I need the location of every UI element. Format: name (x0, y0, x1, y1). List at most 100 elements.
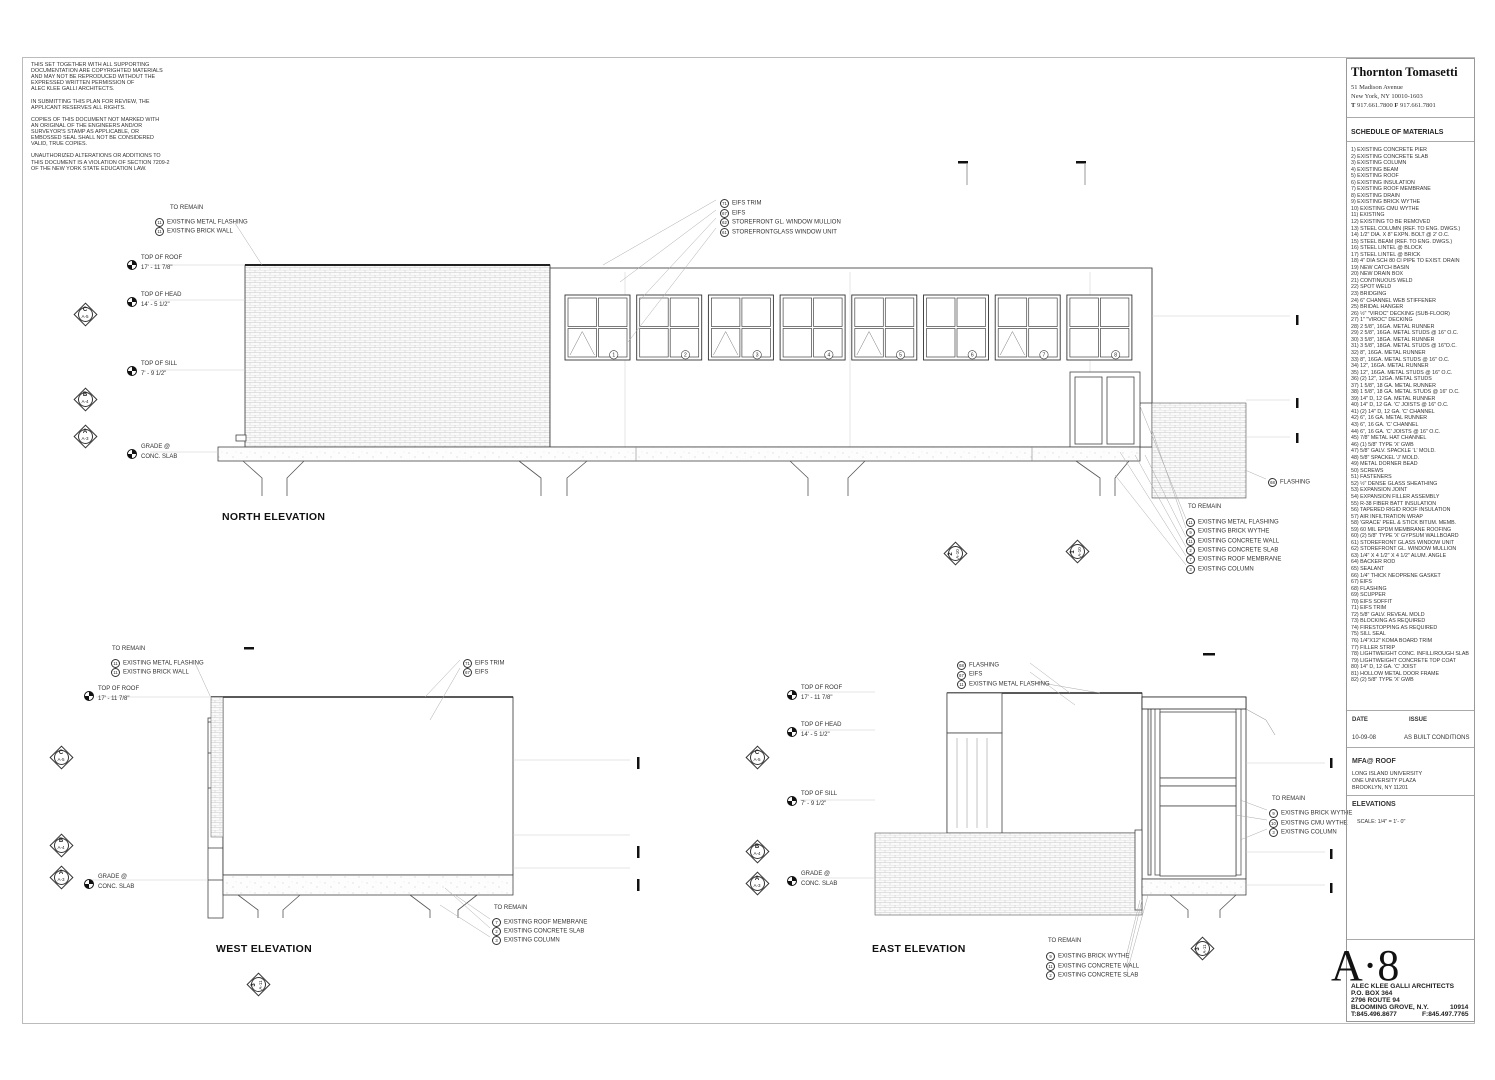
window-frame (564, 294, 631, 361)
copyright-line: VALID, TRUE COPIES. (31, 141, 88, 148)
section-letter: C (82, 307, 88, 313)
detail-number: 2 (948, 552, 954, 556)
level-value: 17' - 11 7/8" (141, 265, 173, 271)
note-number-circle: 67 (463, 667, 472, 677)
material-item: 76) 1/4"X12" KOMA BOARD TRIM (1351, 638, 1433, 645)
north-window-unit: 3 (707, 294, 774, 361)
material-item: 1) EXISTING CONCRETE PIER (1351, 147, 1427, 153)
west-elevation-title: WEST ELEVATION (216, 943, 312, 955)
window-number-circle (824, 350, 834, 360)
note-text: STOREFRONTGLASS WINDOW UNIT (732, 228, 837, 235)
material-item: 80) 14" D, 12 GA. 'C' JOIST (1351, 664, 1417, 671)
north-window-unit: 5 (851, 294, 918, 361)
window-frame (1066, 294, 1133, 361)
window-frame (994, 294, 1061, 361)
material-item: 55) R-38 FIBER BATT INSULATION (1351, 500, 1437, 507)
west-bottom-note-title: TO REMAIN (494, 905, 528, 911)
material-item: 77) FILLER STRIP (1351, 644, 1396, 651)
material-item: 25) BRIDAL HANGER (1351, 304, 1404, 311)
copyright-line: THIS SET TOGETHER WITH ALL SUPPORTING (31, 62, 150, 68)
material-item: 53) EXPANSION JOINT (1351, 487, 1408, 494)
north-elevation-title: NORTH ELEVATION (222, 511, 326, 523)
firm-address-2: New York, NY 10010-1603 (1351, 93, 1423, 100)
material-item: 54) EXPANSION FILLER ASSEMBLY (1351, 493, 1440, 500)
window-number: 1 (612, 353, 615, 359)
copyright-line: SURVEYOR'S STAMP AS APPLICABLE, OR (31, 129, 139, 136)
section-sheet: A-5 (81, 314, 89, 319)
level-name: TOP OF SILL (801, 791, 838, 797)
window-number: 6 (971, 353, 974, 359)
section-sheet: A-3 (753, 883, 761, 888)
material-item: 29) 2 5/8", 16GA. METAL STUDS @ 16" O.C. (1351, 330, 1459, 337)
material-item: 35) 12", 16GA. METAL STUDS @ 16" O.C. (1351, 369, 1453, 376)
section-letter: B (754, 844, 760, 850)
note-text: EXISTING METAL FLASHING (123, 660, 204, 667)
material-item: 9) EXISTING BRICK WYTHE (1351, 199, 1421, 206)
north-window-unit: 4 (779, 294, 846, 361)
level-value: CONC. SLAB (98, 884, 135, 890)
date-value: 10-09-08 (1352, 735, 1377, 741)
east-elevation-title: EAST ELEVATION (872, 943, 966, 955)
note-text: FLASHING (1280, 479, 1311, 486)
window-pane (997, 297, 1028, 327)
note-number-circle: 11 (155, 218, 164, 228)
note-number-circle: 11 (957, 679, 966, 689)
north-window-unit: 8 (1066, 294, 1133, 361)
note-number-circle: 11 (1186, 518, 1195, 528)
note-number-circle: 2 (1186, 546, 1195, 556)
window-pane (567, 328, 597, 358)
operable-sash-icon (713, 330, 739, 356)
architect-zip: 10914 (1450, 1004, 1469, 1011)
section-letter: B (58, 838, 64, 844)
window-number-circle (1111, 350, 1121, 360)
window-pane (997, 328, 1028, 358)
section-sheet: A-4 (81, 399, 89, 404)
section-letter: A (754, 876, 760, 882)
note-number-circle: 11 (155, 227, 164, 237)
window-pane (782, 297, 812, 327)
window-pane (711, 328, 741, 358)
note-text: EIFS TRIM (475, 660, 505, 667)
material-item: 63) 1/4" X 4 1/2" X 4 1/2" ALUM. ANGLE (1351, 552, 1447, 559)
note-text: EXISTING BRICK WYTHE (1281, 810, 1353, 817)
window-number-circle (896, 350, 906, 360)
west-elevation-drawing (207, 696, 514, 919)
material-item: 78) LIGHTWEIGHT CONC. INFILL/ROUGH SLAB (1351, 651, 1469, 658)
material-item: 46) (1) 5/8" TYPE 'X' GWB (1351, 441, 1414, 448)
window-number-circle (609, 350, 619, 360)
material-item: 20) NEW DRAIN BOX (1351, 271, 1404, 278)
material-item: 67) EIFS (1351, 579, 1372, 586)
window-number: 2 (684, 353, 687, 359)
note-text: EXISTING ROOF MEMBRANE (1198, 556, 1282, 563)
window-number-circle (1039, 350, 1049, 360)
note-number-circle: 11 (1046, 961, 1055, 971)
material-item: 74) FIRESTOPPING AS REQUIRED (1351, 624, 1438, 631)
east-slab (1141, 878, 1247, 896)
material-item: 45) 7/8" METAL HAT CHANNEL (1351, 435, 1427, 442)
note-number-circle: 10 (1269, 818, 1278, 828)
copyright-line: APPLICANT RESERVES ALL RIGHTS. (31, 104, 126, 111)
detail-number: 3 (1195, 947, 1201, 951)
project-line-3: BROOKLYN, NY 11201 (1352, 785, 1409, 791)
material-item: 15) STEEL BEAM (REF. TO ENG. DWGS.) (1351, 238, 1453, 245)
section-letter: C (58, 750, 64, 756)
material-item: 14) 1/2" DIA. X 8" EXPN. BOLT @ 2' O.C. (1351, 232, 1450, 239)
window-frame (923, 294, 989, 361)
detail-number: 1 (1070, 550, 1076, 554)
operable-sash-icon (856, 330, 882, 356)
section-circle-icon (54, 870, 69, 885)
note-text: EXISTING CONCRETE WALL (1058, 962, 1140, 969)
west-top-left-note-title: TO REMAIN (112, 646, 146, 652)
east-bottom-note-title: TO REMAIN (1048, 938, 1082, 944)
level-value: 7' - 9 1/2" (801, 801, 827, 807)
note-text: EXISTING CONCRETE SLAB (1198, 547, 1279, 554)
